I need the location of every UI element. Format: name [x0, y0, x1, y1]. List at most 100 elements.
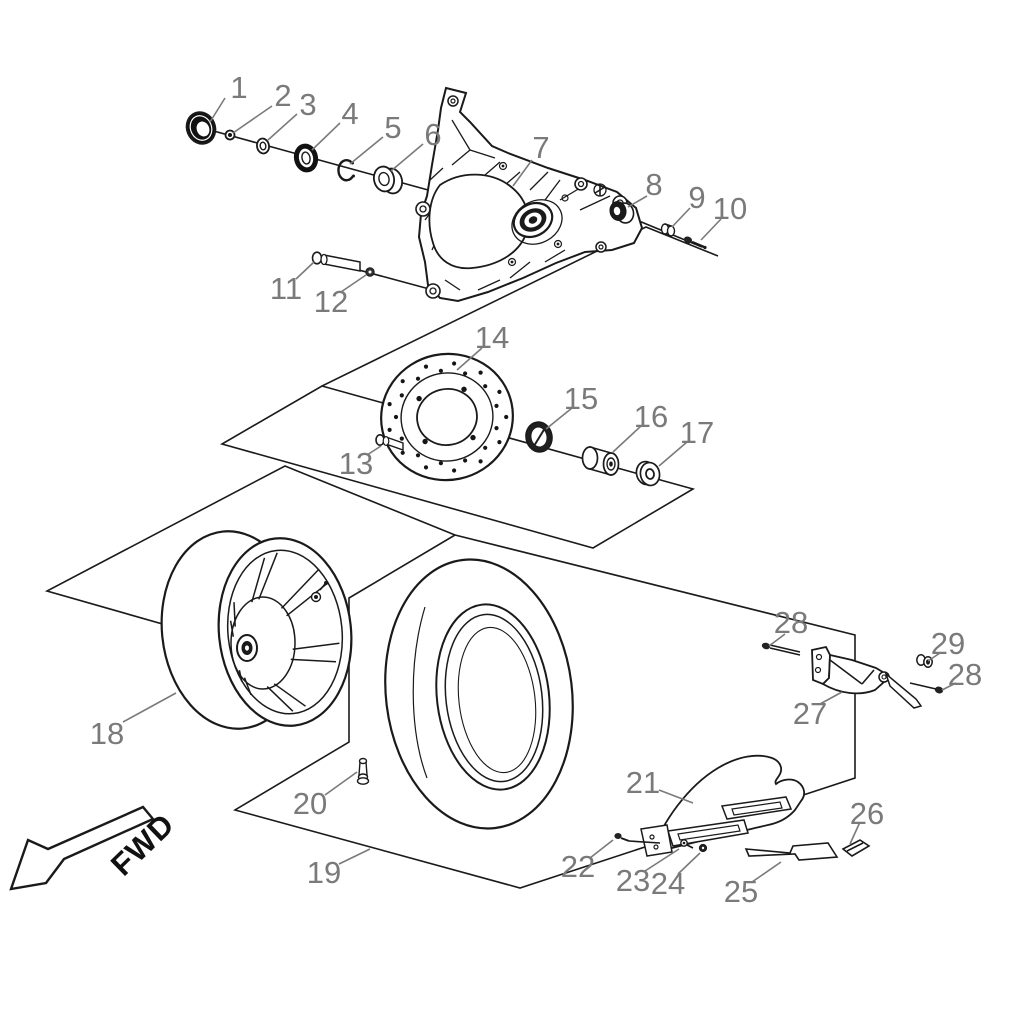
callout-24: 24: [651, 852, 701, 901]
callout-29-label: 29: [931, 626, 965, 661]
callout-28-left-label: 28: [774, 605, 808, 640]
part-7-swingarm: [415, 86, 644, 303]
callout-9: 9: [671, 180, 706, 228]
callout-28-left: 28: [768, 605, 808, 647]
callout-2: 2: [232, 78, 292, 134]
callout-23: 23: [616, 848, 680, 898]
part-19-tire: [384, 558, 574, 830]
callout-10-label: 10: [713, 191, 747, 226]
callout-18-label: 18: [90, 716, 124, 751]
callout-19-label: 19: [307, 855, 341, 890]
callout-11: 11: [270, 261, 315, 306]
callout-8: 8: [627, 167, 663, 208]
callout-5-label: 5: [384, 110, 401, 145]
callout-23-label: 23: [616, 863, 650, 898]
part-2-nut: [224, 129, 236, 141]
callout-29: 29: [927, 626, 965, 662]
callout-16-label: 16: [634, 399, 668, 434]
part-15-seal: [525, 421, 553, 453]
callout-28-right: 28: [941, 657, 982, 692]
callout-6-label: 6: [424, 117, 441, 152]
callout-22-label: 22: [561, 849, 595, 884]
part-26-plate: [841, 839, 871, 857]
part-25-bracket-strip: [744, 842, 839, 861]
fwd-arrow-icon: [9, 805, 155, 891]
callout-25: 25: [724, 861, 782, 909]
callout-28-right-label: 28: [948, 657, 982, 692]
part-10-bolt: [683, 236, 707, 250]
callout-22: 22: [561, 839, 614, 884]
callout-8-label: 8: [645, 167, 662, 202]
part-28-bolt-left: [761, 642, 801, 656]
callout-27-label: 27: [793, 696, 827, 731]
callout-15-label: 15: [564, 381, 598, 416]
part-23-screw: [680, 839, 694, 849]
callout-26: 26: [849, 796, 884, 845]
part-11-pivot-bolt: [311, 251, 361, 272]
swingarm-cavity: [428, 173, 530, 270]
callout-25-label: 25: [724, 874, 758, 909]
part-20-valve-stem: [356, 757, 370, 785]
callout-4: 4: [311, 96, 359, 151]
callout-4-label: 4: [341, 96, 358, 131]
part-28-bolt-right: [909, 682, 944, 694]
panel-brake-disc: [219, 385, 696, 549]
fwd-indicator: FWD: [9, 805, 181, 891]
part-17-washer: [635, 460, 661, 487]
callout-7-label: 7: [532, 130, 549, 165]
part-6-bearing: [372, 165, 404, 195]
callout-24-label: 24: [651, 866, 685, 901]
callout-21: 21: [626, 765, 694, 804]
disc-drill-holes: [387, 361, 509, 473]
part-16-spacer-bushing: [581, 446, 620, 476]
callout-15: 15: [545, 381, 598, 430]
callout-3: 3: [267, 87, 317, 141]
part-4-seal: [293, 143, 319, 173]
part-12-nut: [365, 267, 375, 277]
part-3-washer: [256, 137, 270, 155]
callout-10: 10: [700, 191, 747, 241]
callout-20-label: 20: [293, 786, 327, 821]
wheel-spokes: [229, 552, 340, 712]
callout-14-label: 14: [475, 320, 509, 355]
part-9-spacer: [660, 223, 676, 237]
part-21-mud-guard: [640, 754, 805, 857]
bracket-pin: [884, 671, 923, 709]
callout-6: 6: [390, 117, 442, 172]
callout-3-label: 3: [299, 87, 316, 122]
callout-5: 5: [349, 110, 402, 165]
mud-guard-plate: [640, 824, 673, 857]
callout-13: 13: [339, 445, 382, 481]
part-18-wheel: [160, 530, 353, 730]
callout-2-label: 2: [274, 78, 291, 113]
part-29-nut: [916, 654, 933, 668]
callout-13-label: 13: [339, 446, 373, 481]
part-8-bushing: [609, 201, 635, 224]
callout-11-label: 11: [270, 271, 302, 306]
panel-wheel: [44, 465, 456, 630]
part-13-disc-bolt: [375, 433, 404, 451]
callout-21-label: 21: [626, 765, 660, 800]
panel-swingarm: [321, 226, 719, 387]
callout-7: 7: [512, 130, 550, 187]
callout-17-label: 17: [680, 415, 714, 450]
callout-16: 16: [612, 399, 668, 453]
callout-26-label: 26: [850, 796, 884, 831]
callout-18: 18: [90, 692, 177, 751]
callout-12: 12: [314, 274, 367, 319]
swingarm-hub: [512, 201, 554, 239]
callout-1: 1: [209, 70, 248, 123]
callout-9-label: 9: [688, 180, 705, 215]
callout-19: 19: [307, 848, 371, 890]
part-27-bracket: [811, 645, 923, 709]
callout-12-label: 12: [314, 284, 348, 319]
callout-27: 27: [793, 691, 843, 731]
callout-17: 17: [658, 415, 714, 467]
callout-20: 20: [293, 771, 358, 821]
callouts: 1 2 3 4 5 6 7 8 9 10 11 12 13 14 15 16 1…: [90, 70, 982, 909]
part-24-nut: [698, 843, 708, 853]
callout-1-label: 1: [230, 70, 247, 105]
part-22-screw: [614, 833, 661, 844]
callout-14: 14: [456, 320, 509, 371]
